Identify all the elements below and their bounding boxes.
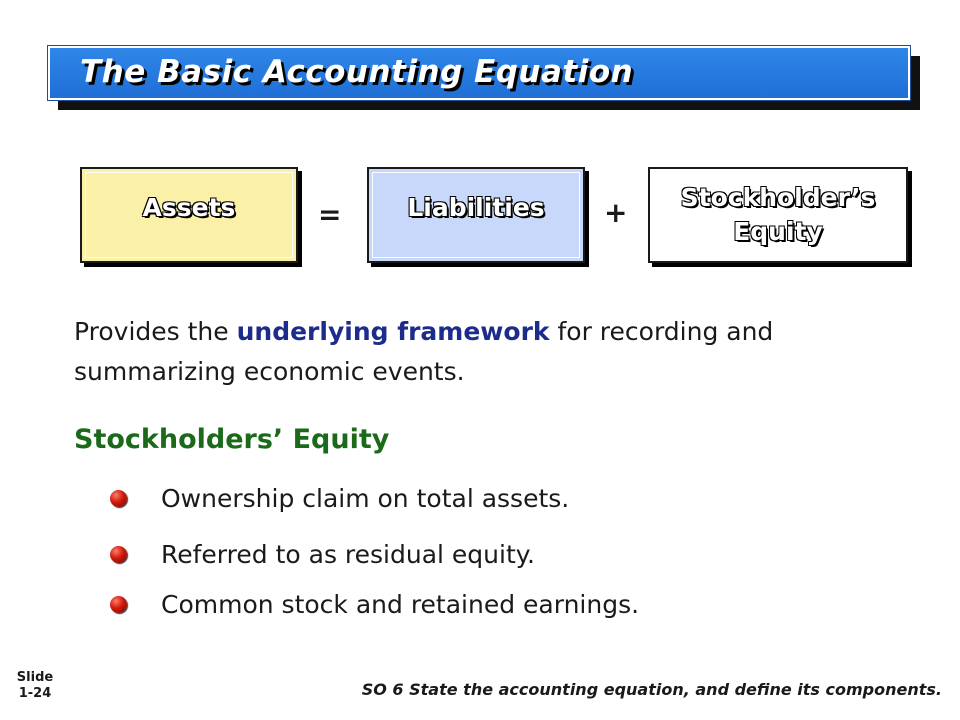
equals-sign: = — [318, 198, 342, 231]
bullet-item: Referred to as residual equity. — [110, 540, 535, 569]
bullet-item: Ownership claim on total assets. — [110, 484, 569, 513]
assets-box: Assets — [80, 167, 298, 263]
slide-number: Slide 1-24 — [10, 670, 60, 702]
bullet-dot-icon — [110, 596, 127, 613]
title-bar: The Basic Accounting Equation — [48, 46, 910, 100]
description-before: Provides the — [74, 317, 237, 346]
slide-title: The Basic Accounting Equation — [80, 54, 634, 90]
bullet-dot-icon — [110, 546, 127, 563]
bullet-item: Common stock and retained earnings. — [110, 590, 639, 619]
description-text: Provides the underlying framework for re… — [74, 312, 904, 392]
slide-number-value: 1-24 — [18, 686, 52, 701]
plus-sign: + — [604, 196, 628, 229]
description-highlight: underlying framework — [236, 317, 550, 346]
bullet-text: Common stock and retained earnings. — [161, 590, 640, 619]
equity-box: Stockholder’s Equity — [648, 167, 908, 263]
description-after: for recording and summarizing economic e… — [74, 317, 774, 386]
liabilities-label: Liabilities — [407, 193, 545, 222]
bullet-dot-icon — [110, 490, 127, 507]
section-heading: Stockholders’ Equity — [74, 424, 390, 455]
assets-label: Assets — [142, 193, 236, 222]
slide-label: Slide — [16, 670, 54, 685]
equity-label: Stockholder’s Equity — [680, 183, 876, 246]
study-objective: SO 6 State the accounting equation, and … — [361, 680, 942, 699]
bullet-text: Referred to as residual equity. — [161, 540, 535, 569]
liabilities-box: Liabilities — [367, 167, 585, 263]
bullet-text: Ownership claim on total assets. — [161, 484, 570, 513]
